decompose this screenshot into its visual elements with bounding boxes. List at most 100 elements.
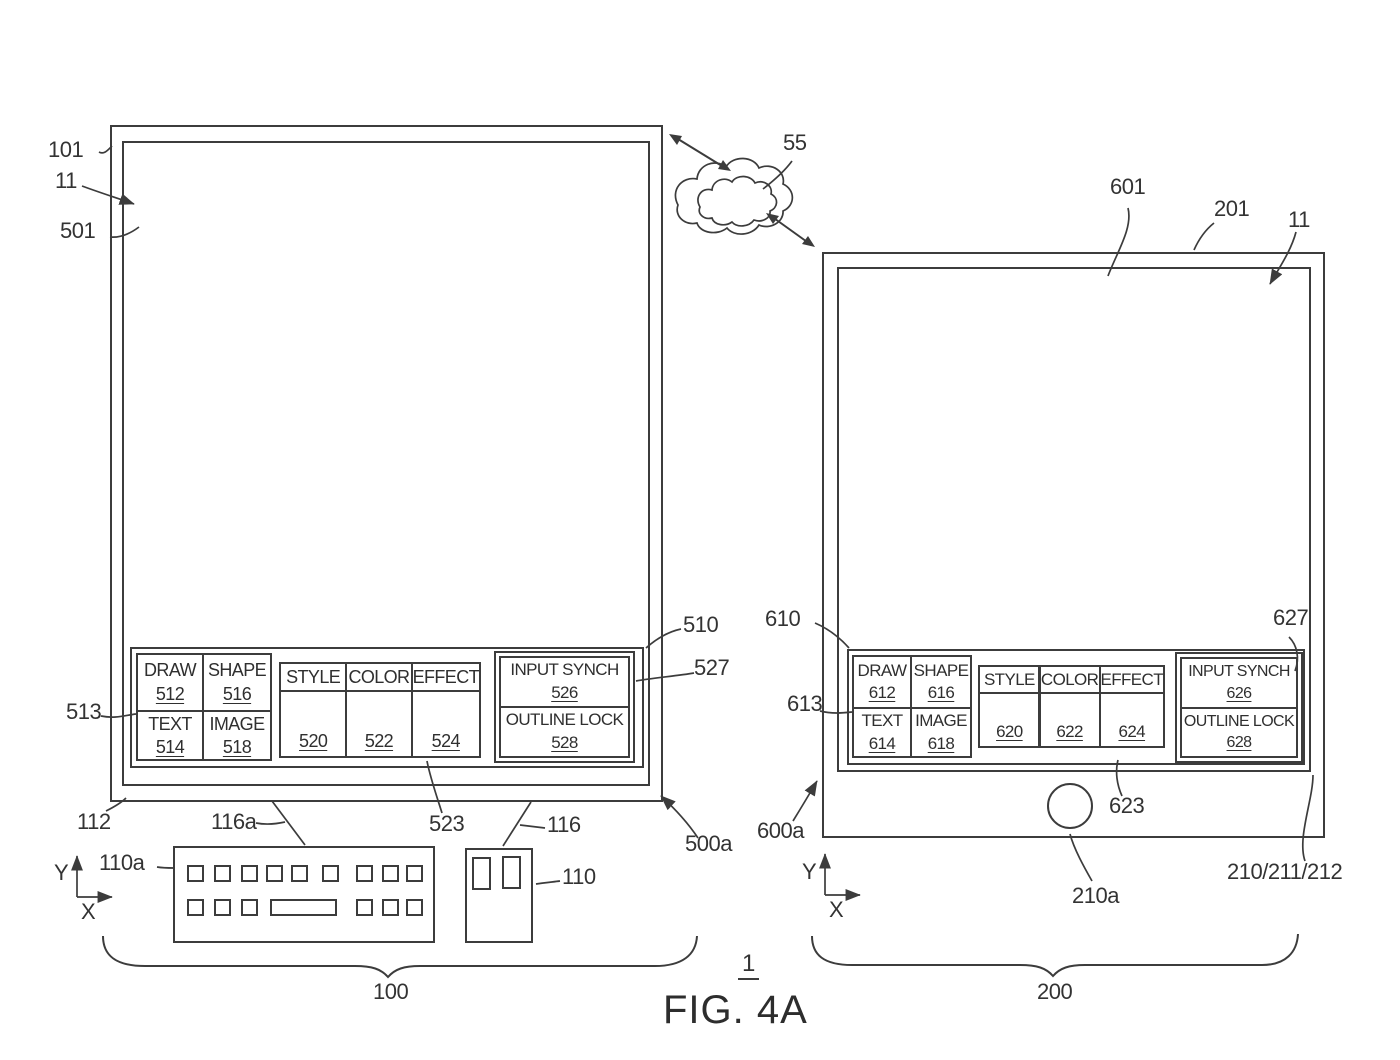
ref-101-housing: 101	[48, 137, 84, 162]
draw-label: DRAW	[857, 660, 908, 680]
leader-600a	[792, 780, 818, 822]
ref-116-mouse-link: 116	[547, 812, 581, 837]
effect-label: EFFECT	[1100, 667, 1164, 694]
leader-55	[762, 160, 793, 190]
left-tool-grid: DRAW 512 SHAPE 516 TEXT 514 IMAGE 518	[136, 653, 272, 761]
style-button: STYLE 520	[279, 662, 348, 758]
color-label: COLOR	[346, 664, 412, 692]
text-label: TEXT	[148, 714, 192, 734]
home-button	[1047, 783, 1093, 829]
mouse-right-button	[502, 856, 521, 889]
leader-201	[1193, 222, 1215, 251]
leader-110a	[156, 866, 175, 869]
keyboard-spacebar	[270, 899, 337, 916]
color-button: COLOR 622	[1038, 665, 1101, 748]
left-synch-group: INPUT SYNCH 526 OUTLINE LOCK 528	[494, 651, 635, 763]
color-label: COLOR	[1040, 667, 1099, 694]
ref-523-effect: 523	[429, 811, 465, 836]
outline-lock-button: OUTLINE LOCK 628	[1180, 706, 1298, 758]
input-synch-label: INPUT SYNCH	[1188, 663, 1290, 681]
effect-label: EFFECT	[412, 664, 480, 692]
left-device-housing	[110, 125, 663, 802]
keyboard-cable	[271, 800, 306, 846]
leader-116a	[255, 821, 286, 825]
ref-110a-keyboard: 110a	[99, 850, 145, 875]
style-button: STYLE 620	[978, 665, 1041, 748]
axis-y-label-right: Y	[802, 859, 817, 884]
ref-600a-corner: 600a	[757, 818, 804, 843]
mouse-left-button	[472, 857, 491, 890]
style-ref: 520	[299, 731, 328, 751]
image-label: IMAGE	[915, 711, 967, 731]
keyboard	[173, 846, 435, 943]
input-synch-button: INPUT SYNCH 626	[1180, 657, 1298, 709]
outline-lock-ref: 628	[1226, 734, 1253, 752]
input-synch-label: INPUT SYNCH	[510, 660, 619, 680]
outline-lock-button: OUTLINE LOCK 528	[499, 706, 630, 758]
ref-527-synch-group: 527	[694, 655, 730, 680]
draw-label: DRAW	[144, 660, 197, 681]
brace-right	[811, 933, 1299, 978]
image-ref: 518	[222, 737, 252, 758]
ref-513-tool-grid: 513	[66, 699, 102, 724]
mouse-cable	[502, 801, 532, 847]
image-button: IMAGE 518	[204, 712, 270, 761]
style-label: STYLE	[281, 664, 346, 692]
draw-ref: 512	[155, 683, 185, 704]
ref-11-pointer-left: 11	[55, 168, 77, 193]
effect-ref: 524	[431, 731, 461, 751]
effect-button: EFFECT 624	[1098, 665, 1166, 748]
left-device-screen	[122, 141, 650, 786]
outline-lock-label: OUTLINE LOCK	[1183, 712, 1295, 730]
ref-510-toolbar: 510	[683, 612, 719, 637]
leader-110	[535, 880, 561, 885]
color-button: COLOR 522	[344, 662, 414, 758]
left-toolbar-box	[130, 647, 644, 768]
ref-200-group: 200	[1037, 979, 1073, 1004]
ref-110-mouse: 110	[562, 864, 596, 889]
figure-caption: FIG. 4A	[663, 988, 808, 1032]
cloud-outer	[674, 157, 794, 235]
text-button: TEXT 614	[854, 709, 912, 756]
shape-ref: 616	[927, 683, 955, 702]
right-toolbar-box	[847, 649, 1305, 765]
style-ref: 620	[996, 722, 1023, 741]
right-synch-group: INPUT SYNCH 626 OUTLINE LOCK 628	[1175, 652, 1303, 763]
arrowhead	[718, 160, 731, 171]
ref-501-display: 501	[60, 218, 96, 243]
network-link-left	[677, 138, 723, 167]
ref-610-toolbar: 610	[765, 606, 801, 631]
input-synch-ref: 526	[551, 683, 578, 702]
left-style-panels: STYLE 520 COLOR 522 EFFECT 524	[279, 662, 481, 758]
ref-500a-corner: 500a	[685, 831, 732, 856]
ref-210-211-212-edge: 210/211/212	[1227, 859, 1343, 884]
effect-button: EFFECT 524	[410, 662, 481, 758]
style-label: STYLE	[980, 667, 1039, 694]
axis-x-label-right: X	[829, 897, 844, 922]
draw-ref: 612	[868, 683, 896, 702]
ref-11-pointer-right: 11	[1288, 207, 1310, 232]
right-device-screen	[837, 267, 1311, 772]
axis-x-label-left: X	[81, 899, 96, 924]
text-label: TEXT	[861, 711, 903, 731]
outline-lock-label: OUTLINE LOCK	[505, 710, 624, 730]
ref-613-tool-grid: 613	[787, 691, 823, 716]
leader-210a	[1069, 833, 1093, 882]
image-label: IMAGE	[209, 714, 265, 734]
shape-button: SHAPE 516	[204, 655, 270, 712]
text-ref: 514	[155, 737, 185, 758]
cloud-inner	[697, 175, 778, 227]
draw-button: DRAW 612	[854, 657, 912, 709]
color-ref: 622	[1056, 722, 1083, 741]
ref-601-display: 601	[1110, 174, 1146, 199]
shape-ref: 516	[222, 683, 252, 704]
network-link-right	[770, 215, 811, 245]
ref-210a-home: 210a	[1072, 883, 1119, 908]
leader-116	[519, 824, 546, 829]
shape-label: SHAPE	[207, 660, 267, 681]
ref-201-housing: 201	[1214, 196, 1250, 221]
ref-100-group: 100	[373, 979, 409, 1004]
arrowhead	[669, 134, 682, 145]
ref-112-frame: 112	[77, 809, 111, 834]
image-button: IMAGE 618	[912, 709, 970, 756]
